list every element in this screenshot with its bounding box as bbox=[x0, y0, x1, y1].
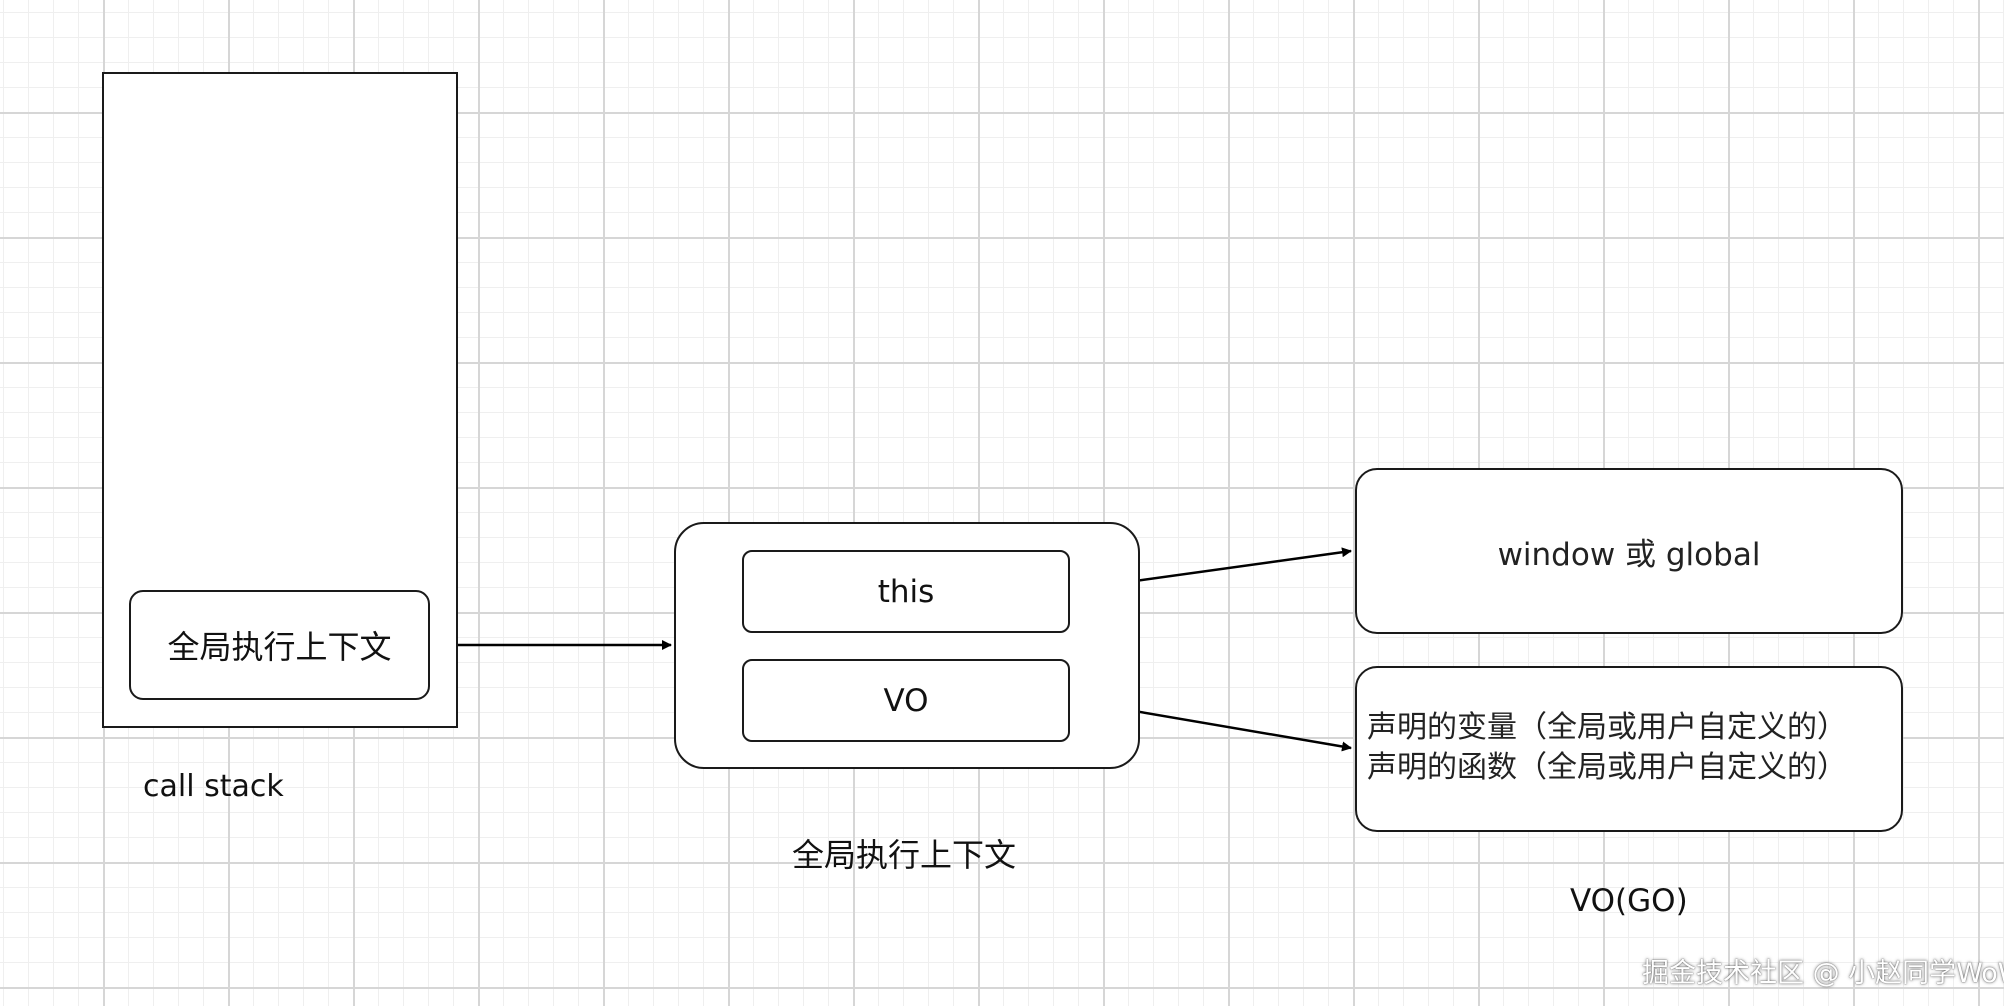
window-global-label: window 或 global bbox=[1497, 536, 1761, 573]
window-global-box[interactable]: window 或 global bbox=[1355, 468, 1903, 634]
call-stack-caption: call stack bbox=[143, 769, 284, 804]
watermark: 掘金技术社区 @ 小赵同学WoW bbox=[1642, 958, 2004, 989]
global-ec-frame-label: 全局执行上下文 bbox=[167, 628, 392, 666]
this-box[interactable]: this bbox=[742, 550, 1070, 633]
vo-go-caption: VO(GO) bbox=[1570, 883, 1688, 919]
declared-functions-line: 声明的函数（全局或用户自定义的） bbox=[1367, 750, 1847, 785]
this-label: this bbox=[877, 573, 935, 610]
declared-variables-line: 声明的变量（全局或用户自定义的） bbox=[1367, 710, 1847, 745]
global-ec-frame[interactable]: 全局执行上下文 bbox=[129, 590, 430, 700]
declarations-text: 声明的变量（全局或用户自定义的） 声明的函数（全局或用户自定义的） bbox=[1367, 708, 1847, 788]
vo-label: VO bbox=[883, 682, 929, 719]
declarations-box[interactable]: 声明的变量（全局或用户自定义的） 声明的函数（全局或用户自定义的） bbox=[1355, 666, 1903, 832]
global-ec-caption: 全局执行上下文 bbox=[792, 836, 1017, 874]
vo-box[interactable]: VO bbox=[742, 659, 1070, 742]
